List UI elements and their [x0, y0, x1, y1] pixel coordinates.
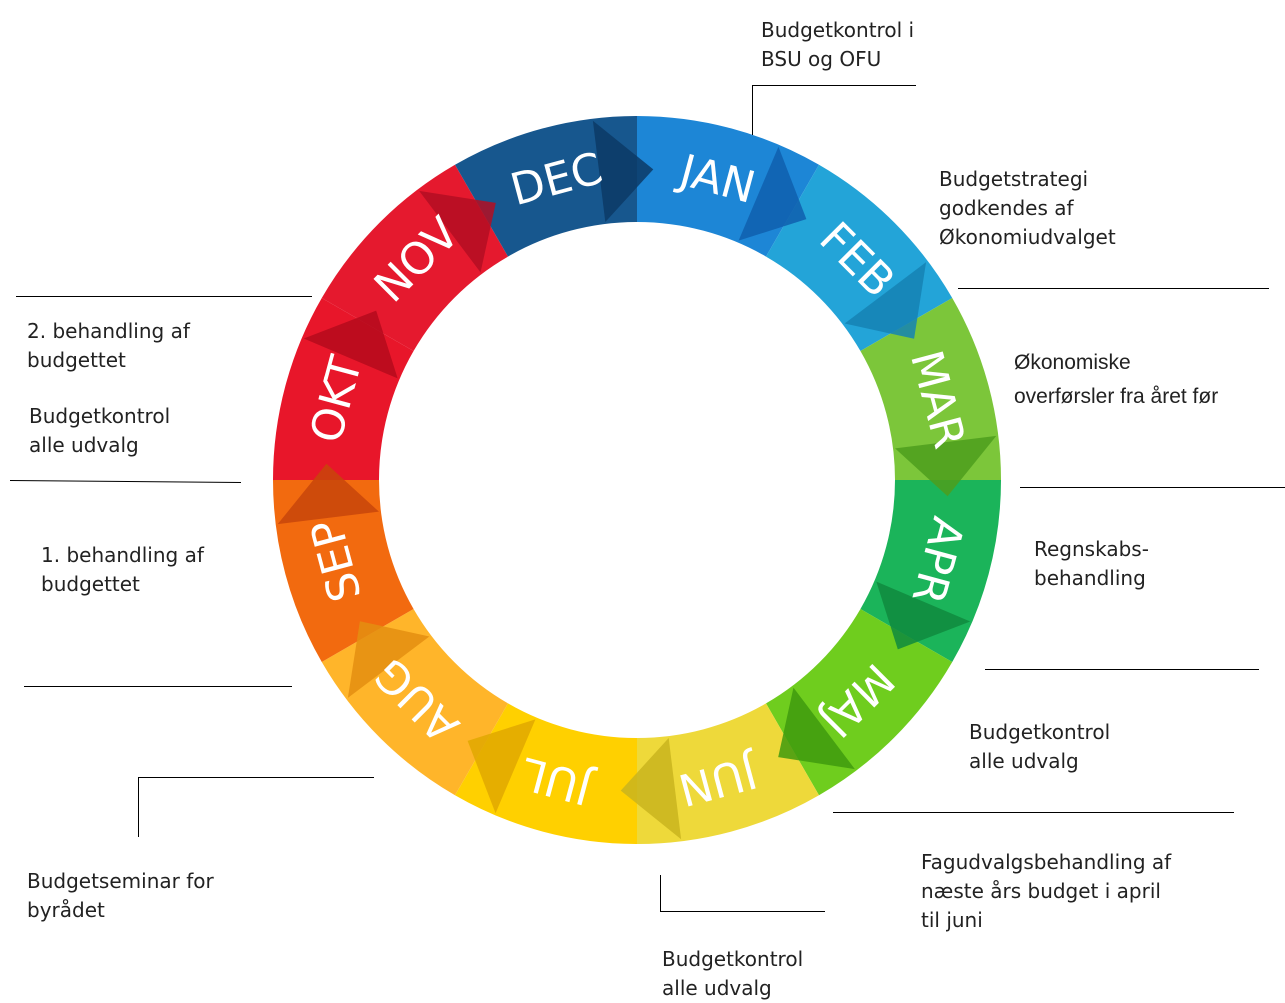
wheel-center — [380, 223, 894, 737]
annotation-apr: Regnskabs- behandling — [1034, 537, 1149, 590]
segment-flap-jan — [738, 146, 807, 241]
leader-line-maj — [833, 812, 1234, 813]
annotation-mar: Økonomiske overførsler fra året før — [1014, 351, 1219, 408]
annotation-sep: 1. behandling af budgettet — [41, 543, 204, 596]
leader-line-jan-h — [752, 85, 916, 86]
annotation-jun: Fagudvalgsbehandling af næste års budget… — [921, 850, 1172, 932]
segment-flap-mar — [895, 435, 997, 497]
segment-flap-dec — [592, 120, 654, 222]
segment-flap-sep — [277, 463, 379, 525]
leader-line-aug-v — [138, 777, 139, 837]
leader-line-mar — [1020, 487, 1285, 488]
segment-flap-jul — [467, 719, 536, 814]
segment-jun — [637, 703, 819, 844]
leader-line-sep — [24, 686, 292, 687]
annotation-feb: Budgetstrategi godkendes af Økonomiudval… — [939, 167, 1116, 249]
leader-line-apr — [985, 669, 1259, 670]
wheel-flaps — [277, 120, 997, 840]
leader-line-jan-v — [752, 85, 753, 135]
segment-flap-apr — [876, 581, 971, 650]
annotation-okt-a: 2. behandling af budgettet — [27, 319, 190, 372]
segment-flap-aug — [347, 621, 430, 698]
segment-flap-okt — [303, 310, 398, 379]
segment-flap-nov — [419, 190, 496, 273]
segment-mar — [860, 298, 1001, 480]
segment-flap-maj — [778, 687, 855, 770]
leader-line-feb — [958, 288, 1269, 289]
leader-line-jun-h — [660, 911, 825, 912]
annotation-jan: Budgetkontrol i BSU og OFU — [761, 18, 915, 71]
annotation-okt-b: Budgetkontrol alle udvalg — [29, 404, 171, 457]
annotation-jun-bottom: Budgetkontrol alle udvalg — [662, 947, 804, 1000]
leader-line-aug-h — [138, 777, 374, 778]
segment-flap-feb — [844, 262, 927, 339]
leader-line-nov — [16, 296, 312, 297]
leader-line-jun-v — [660, 875, 661, 911]
annotation-maj: Budgetkontrol alle udvalg — [969, 720, 1111, 773]
segment-dec — [455, 116, 637, 257]
annotation-aug: Budgetseminar for byrådet — [27, 869, 214, 922]
segment-flap-jun — [620, 738, 682, 840]
segment-sep — [273, 480, 414, 662]
